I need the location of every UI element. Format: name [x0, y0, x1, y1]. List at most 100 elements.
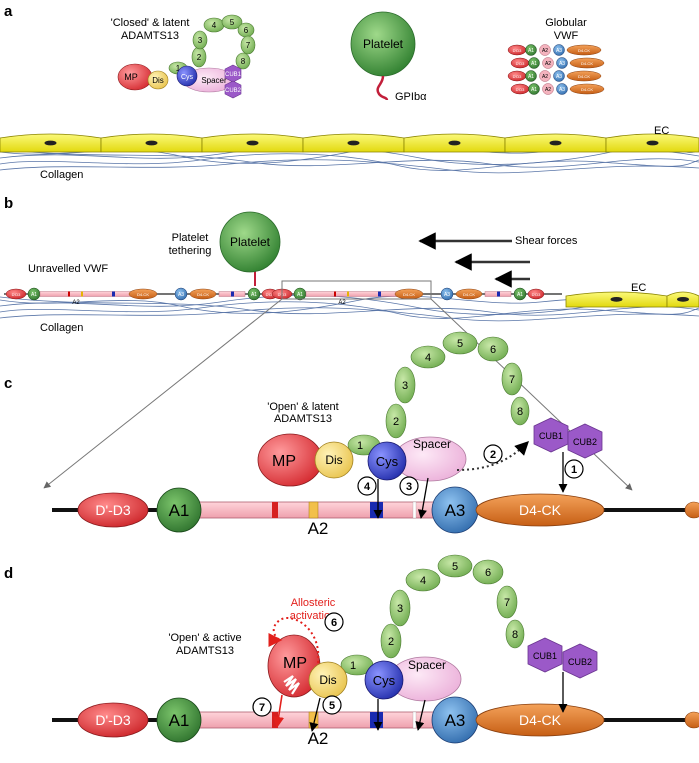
- step-4-badge: [357, 476, 377, 496]
- strand-exo-1: [347, 291, 349, 297]
- glob-a1-1: [528, 57, 540, 69]
- closed-tsp-6-label: 6: [244, 26, 249, 35]
- strand-a3-1: [440, 287, 454, 301]
- tethering-label-line2: tethering: [169, 245, 212, 257]
- interactions-d: 5 6 7: [252, 612, 568, 732]
- c-tsp-6-label: 6: [490, 344, 496, 356]
- closed-dis: [147, 70, 169, 90]
- strand-a1b-label-1: A1: [517, 292, 523, 298]
- ec-a-nucleus-5: [549, 140, 562, 146]
- vwf-c-dd3-label: D'-D3: [95, 502, 131, 518]
- strand-d4ck-label-0: D4-CK: [137, 292, 149, 297]
- allosteric-label-line2: activation: [290, 610, 336, 622]
- free-platelet: Platelet GPIbα: [350, 11, 427, 103]
- c-tsp-5-label: 5: [457, 338, 463, 350]
- open-latent-title-line1: 'Open' & latent: [267, 401, 338, 413]
- vwf-c-dis-exosite: [308, 501, 319, 519]
- strand-cleave-0: [68, 291, 70, 297]
- globular-title-line2: VWF: [554, 30, 579, 42]
- strand-dd3b-label-1: D'D3: [532, 292, 542, 297]
- glob-dd3-label-1: D'D3: [516, 61, 526, 66]
- cub1-d: [527, 637, 563, 673]
- ec-b-nucleus-0: [610, 296, 623, 302]
- platelet-b-label: Platelet: [230, 235, 271, 249]
- shear-forces: Shear forces: [418, 232, 578, 288]
- panel-label-b: b: [4, 195, 13, 212]
- tsp1-d-label: 1: [350, 660, 356, 672]
- step-5-label: 5: [329, 700, 335, 712]
- cys-d: [364, 660, 404, 700]
- d-tsp-2-label: 2: [388, 636, 394, 648]
- glob-d4ck-label-1: D4-CK: [581, 61, 593, 66]
- arrow-dis-a2-d: [309, 697, 321, 732]
- zoom-line-left: [43, 298, 283, 489]
- platelet-a-label: Platelet: [363, 37, 404, 51]
- gpib-receptor: [376, 75, 389, 101]
- closed-mp-label: MP: [124, 72, 138, 82]
- glob-d4ck-0: [566, 44, 602, 56]
- glob-a2-1: [542, 57, 554, 69]
- strand-d4ck-b-1: [455, 288, 483, 300]
- cys-c-label: Cys: [376, 454, 399, 469]
- d-tsp-2: [380, 623, 402, 659]
- cys-c: [367, 441, 407, 481]
- closed-cub1-label: CUB1: [225, 72, 242, 78]
- closed-title-line2: ADAMTS13: [121, 30, 179, 42]
- strand-exo3-0: [231, 291, 234, 297]
- dis-c: [314, 441, 354, 479]
- tethering-label-line1: Platelet: [172, 232, 209, 244]
- vwf-c-d4ck-label: D4-CK: [519, 502, 562, 518]
- strand-a3-label-1: A3: [444, 292, 450, 298]
- strand-exo2-1: [378, 291, 381, 297]
- vwf-d-dd3-label: D'-D3: [95, 712, 131, 728]
- cub1-d-label: CUB1: [533, 651, 557, 661]
- vwf-c-dd3: [77, 492, 149, 528]
- closed-tsp-3: [192, 30, 208, 50]
- closed-tsp-7: [240, 35, 256, 55]
- vwf-d-d4ck-label: D4-CK: [519, 712, 562, 728]
- ec-a-nucleus-2: [246, 140, 259, 146]
- cys-d-label: Cys: [373, 673, 396, 688]
- glob-a3-1: [556, 57, 568, 69]
- glob-d4ck-label-2: D4-CK: [578, 74, 590, 79]
- glob-d4ck-label-0: D4-CK: [578, 48, 590, 53]
- c-tsp-4-label: 4: [425, 352, 431, 364]
- vwf-c-d4ck: [475, 493, 605, 527]
- closed-title-line1: 'Closed' & latent: [111, 17, 190, 29]
- step-1-label: 1: [571, 464, 577, 476]
- glob-a2-2: [539, 70, 551, 82]
- closed-tsp-2-label: 2: [197, 53, 202, 62]
- panel-label-d: d: [4, 565, 13, 582]
- vwf-d-d4ck: [475, 703, 605, 737]
- glob-d4ck-label-3: D4-CK: [581, 87, 593, 92]
- closed-cub2: [224, 80, 242, 99]
- panel-label-c: c: [4, 375, 12, 392]
- d-tsp-4-label: 4: [420, 575, 426, 587]
- vwf-d-a1: [156, 697, 202, 743]
- c-tsp-3-label: 3: [402, 380, 408, 392]
- vwf-c-cys-exosite: [370, 502, 383, 518]
- vwf-c-next-unit: [684, 501, 699, 519]
- arrow-spacer-a2-d: [415, 699, 426, 731]
- cub1-c-label: CUB1: [539, 431, 563, 441]
- vwf-d-next-unit: [684, 711, 699, 729]
- strand-a3-label-0: A3: [178, 292, 184, 298]
- step-3-label: 3: [406, 481, 412, 493]
- glob-d4ck-2: [566, 70, 602, 82]
- closed-tsp-8: [235, 52, 251, 70]
- strand-dd3b-label-0: D'D3: [266, 292, 276, 297]
- c-tsp-4: [410, 345, 446, 369]
- vwf-d-dd3: [77, 702, 149, 738]
- glob-a2-3: [542, 83, 554, 95]
- strand-d4ck-0: [128, 288, 158, 300]
- d-tsp-4: [405, 568, 441, 592]
- endothelial-cells-a: [0, 133, 699, 153]
- closed-tsp-1-label: 1: [176, 64, 181, 73]
- vwf-c-a3-label: A3: [445, 501, 466, 520]
- glob-dd3-label-3: D'D3: [516, 87, 526, 92]
- zoom-box: [281, 280, 432, 300]
